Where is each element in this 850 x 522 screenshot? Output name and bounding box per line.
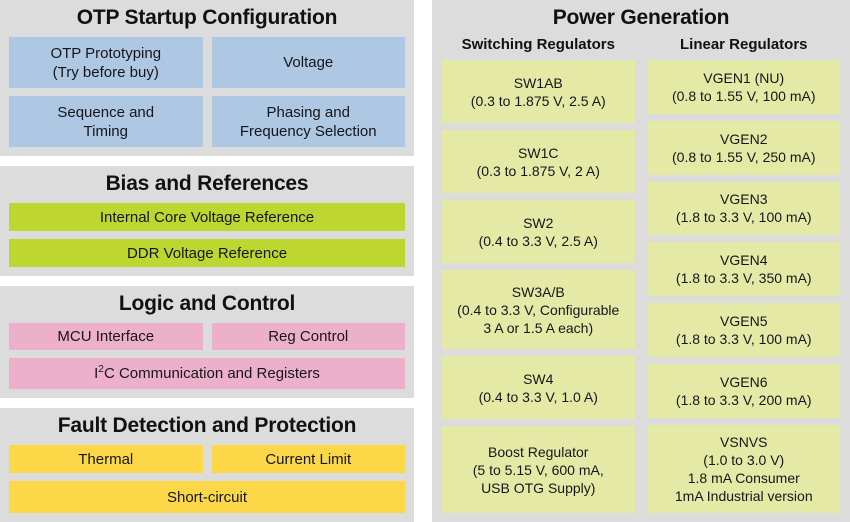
block-i2c-communication-and-registers[interactable]: I2C Communication and Registers xyxy=(9,358,405,389)
block-vsnvs-spec-line1: (1.0 to 3.0 V) xyxy=(703,451,785,468)
block-vgen1[interactable]: VGEN1 (NU) (0.8 to 1.55 V, 100 mA) xyxy=(647,60,840,114)
block-vgen6-spec: (1.8 to 3.3 V, 200 mA) xyxy=(675,391,812,408)
section-title-bias: Bias and References xyxy=(105,172,309,195)
block-sequence-line2: Timing xyxy=(83,122,128,140)
block-vgen5-spec: (1.8 to 3.3 V, 100 mA) xyxy=(675,331,812,348)
block-vgen4[interactable]: VGEN4 (1.8 to 3.3 V, 350 mA) xyxy=(647,242,840,297)
block-vgen2[interactable]: VGEN2 (0.8 to 1.55 V, 250 mA) xyxy=(647,120,840,175)
section-title-power-generation: Power Generation xyxy=(552,6,730,29)
block-short-circuit[interactable]: Short-circuit xyxy=(9,481,405,513)
block-sw4-name: SW4 xyxy=(523,370,554,387)
block-boost-regulator-spec-line2: USB OTG Supply) xyxy=(481,479,596,496)
block-sw3ab[interactable]: SW3A/B (0.4 to 3.3 V, Configurable 3 A o… xyxy=(442,270,635,350)
block-sw3ab-spec-line1: (0.4 to 3.3 V, Configurable xyxy=(457,301,620,318)
block-sw1c-name: SW1C xyxy=(518,144,559,161)
block-vgen5-name: VGEN5 xyxy=(720,313,768,330)
block-sw4-spec: (0.4 to 3.3 V, 1.0 A) xyxy=(478,388,598,405)
section-logic-and-control: Logic and Control MCU Interface Reg Cont… xyxy=(0,286,414,398)
block-sw1c-spec: (0.3 to 1.875 V, 2 A) xyxy=(476,162,600,179)
logic-stack: MCU Interface Reg Control I2C Communicat… xyxy=(9,323,405,389)
block-sw2-name: SW2 xyxy=(523,214,554,231)
block-vsnvs-spec-line3: 1mA Industrial version xyxy=(674,487,813,504)
block-boost-regulator[interactable]: Boost Regulator (5 to 5.15 V, 600 mA, US… xyxy=(442,426,635,514)
section-bias-and-references: Bias and References Internal Core Voltag… xyxy=(0,166,414,276)
block-vgen3[interactable]: VGEN3 (1.8 to 3.3 V, 100 mA) xyxy=(647,181,840,236)
block-boost-regulator-name: Boost Regulator xyxy=(488,443,589,460)
block-current-limit[interactable]: Current Limit xyxy=(211,445,405,473)
block-sw3ab-spec-line2: 3 A or 1.5 A each) xyxy=(483,319,594,336)
block-otp-prototyping[interactable]: OTP Prototyping (Try before buy) xyxy=(9,37,203,88)
block-internal-core-voltage-reference[interactable]: Internal Core Voltage Reference xyxy=(9,203,405,231)
block-boost-regulator-spec-line1: (5 to 5.15 V, 600 mA, xyxy=(472,461,604,478)
block-mcu-interface[interactable]: MCU Interface xyxy=(9,323,203,350)
block-phasing-line1: Phasing and xyxy=(266,103,350,121)
block-vgen3-spec: (1.8 to 3.3 V, 100 mA) xyxy=(675,209,812,226)
block-vgen4-name: VGEN4 xyxy=(720,252,768,269)
block-vsnvs-spec-line2: 1.8 mA Consumer xyxy=(687,469,800,486)
block-vgen6[interactable]: VGEN6 (1.8 to 3.3 V, 200 mA) xyxy=(647,363,840,418)
left-column: OTP Startup Configuration OTP Prototypin… xyxy=(0,0,414,522)
column-linear-regulators: VGEN1 (NU) (0.8 to 1.55 V, 100 mA) VGEN2… xyxy=(647,60,840,513)
block-sw1ab[interactable]: SW1AB (0.3 to 1.875 V, 2.5 A) xyxy=(442,60,635,124)
fault-stack: Thermal Current Limit Short-circuit xyxy=(9,445,405,513)
block-sw3ab-name: SW3A/B xyxy=(511,283,565,300)
otp-row-2: Sequence and Timing Phasing and Frequenc… xyxy=(9,96,405,147)
block-sw1ab-spec: (0.3 to 1.875 V, 2.5 A) xyxy=(470,92,606,109)
block-voltage[interactable]: Voltage xyxy=(211,37,405,88)
block-otp-prototyping-line1: OTP Prototyping xyxy=(50,44,162,62)
block-vgen1-spec: (0.8 to 1.55 V, 100 mA) xyxy=(672,87,816,104)
block-otp-prototyping-line2: (Try before buy) xyxy=(52,63,159,81)
section-title-fault: Fault Detection and Protection xyxy=(57,414,357,437)
block-vgen4-spec: (1.8 to 3.3 V, 350 mA) xyxy=(675,270,812,287)
section-power-generation: Power Generation Switching Regulators Li… xyxy=(432,0,850,522)
block-sequence-line1: Sequence and xyxy=(57,103,155,121)
block-vsnvs-name: VSNVS xyxy=(720,433,768,450)
subheader-switching-regulators: Switching Regulators xyxy=(461,36,615,53)
block-sequence-and-timing[interactable]: Sequence and Timing xyxy=(9,96,203,147)
section-otp-startup-configuration: OTP Startup Configuration OTP Prototypin… xyxy=(0,0,414,156)
block-sw1ab-name: SW1AB xyxy=(513,74,563,91)
block-vgen1-name: VGEN1 (NU) xyxy=(703,69,785,86)
power-generation-subheaders: Switching Regulators Linear Regulators xyxy=(442,34,840,55)
i2c-label: I2C Communication and Registers xyxy=(94,364,320,382)
block-vgen2-spec: (0.8 to 1.55 V, 250 mA) xyxy=(672,148,816,165)
fault-row-1: Thermal Current Limit xyxy=(9,445,405,473)
column-switching-regulators: SW1AB (0.3 to 1.875 V, 2.5 A) SW1C (0.3 … xyxy=(442,60,635,514)
block-vgen5[interactable]: VGEN5 (1.8 to 3.3 V, 100 mA) xyxy=(647,303,840,357)
block-vgen6-name: VGEN6 xyxy=(720,373,768,390)
block-vgen2-name: VGEN2 xyxy=(720,130,768,147)
otp-row-1: OTP Prototyping (Try before buy) Voltage xyxy=(9,37,405,88)
block-sw2[interactable]: SW2 (0.4 to 3.3 V, 2.5 A) xyxy=(442,200,635,264)
block-vgen3-name: VGEN3 xyxy=(720,191,768,208)
block-vsnvs[interactable]: VSNVS (1.0 to 3.0 V) 1.8 mA Consumer 1mA… xyxy=(647,424,840,513)
i2c-superscript: 2 xyxy=(98,364,104,375)
subheader-linear-regulators: Linear Regulators xyxy=(679,36,808,53)
block-sw4[interactable]: SW4 (0.4 to 3.3 V, 1.0 A) xyxy=(442,356,635,420)
section-title-logic: Logic and Control xyxy=(118,292,296,315)
block-reg-control[interactable]: Reg Control xyxy=(211,323,405,350)
block-sw1c[interactable]: SW1C (0.3 to 1.875 V, 2 A) xyxy=(442,130,635,194)
block-ddr-voltage-reference[interactable]: DDR Voltage Reference xyxy=(9,239,405,267)
logic-row-1: MCU Interface Reg Control xyxy=(9,323,405,350)
section-fault-detection-and-protection: Fault Detection and Protection Thermal C… xyxy=(0,408,414,522)
section-title-otp: OTP Startup Configuration xyxy=(76,6,338,29)
block-phasing-line2: Frequency Selection xyxy=(239,122,377,140)
power-generation-columns: SW1AB (0.3 to 1.875 V, 2.5 A) SW1C (0.3 … xyxy=(442,60,840,514)
block-sw2-spec: (0.4 to 3.3 V, 2.5 A) xyxy=(478,232,598,249)
block-thermal[interactable]: Thermal xyxy=(9,445,203,473)
bias-stack: Internal Core Voltage Reference DDR Volt… xyxy=(9,203,405,267)
block-phasing-frequency-selection[interactable]: Phasing and Frequency Selection xyxy=(211,96,405,147)
block-voltage-line1: Voltage xyxy=(283,54,334,71)
